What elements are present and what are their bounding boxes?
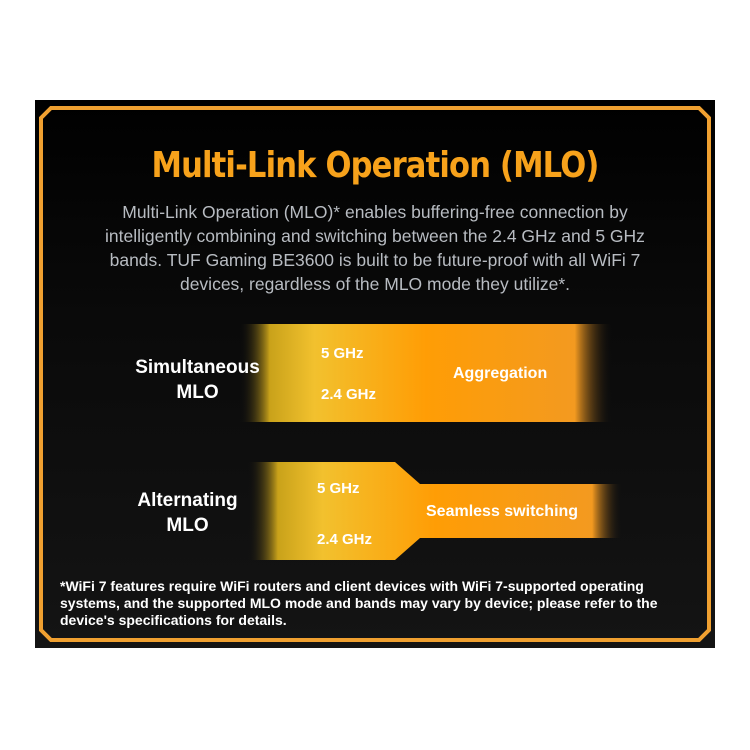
band-5ghz: 5 GHz: [321, 345, 364, 362]
footnote: *WiFi 7 features require WiFi routers an…: [60, 578, 658, 628]
page-title: Multi-Link Operation (MLO): [151, 145, 599, 186]
mlo-card: Multi-Link Operation (MLO) Multi-Link Op…: [35, 100, 715, 648]
aggregation-label: Aggregation: [453, 365, 548, 382]
label-line1: Simultaneous: [135, 357, 260, 378]
seamless-switching-label: Seamless switching: [426, 503, 579, 520]
simultaneous-mlo-label: Simultaneous MLO: [120, 355, 275, 405]
label-line2: MLO: [166, 515, 209, 536]
band-24ghz: 2.4 GHz: [317, 531, 373, 548]
alternating-band: [248, 462, 622, 560]
label-line1: Alternating: [137, 490, 238, 511]
band-24ghz: 2.4 GHz: [321, 386, 377, 403]
band-5ghz: 5 GHz: [317, 480, 360, 497]
alternating-mlo-label: Alternating MLO: [110, 488, 265, 538]
card-frame: [39, 106, 711, 642]
description: Multi-Link Operation (MLO)* enables buff…: [105, 202, 645, 294]
simultaneous-band: [240, 324, 612, 422]
label-line2: MLO: [176, 382, 219, 403]
